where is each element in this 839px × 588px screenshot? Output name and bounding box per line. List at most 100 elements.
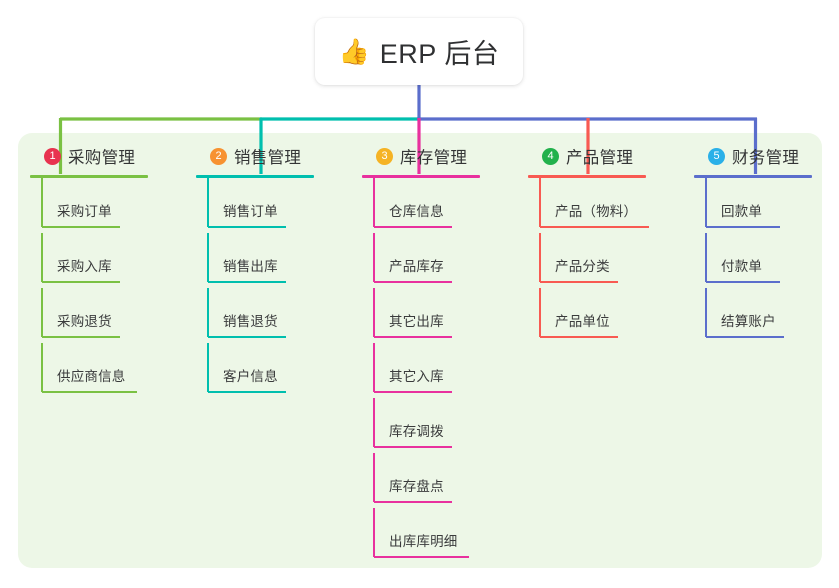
branch-item[interactable]: 其它出库	[362, 288, 480, 343]
branch-title-2: 销售管理	[234, 149, 302, 167]
item-label: 付款单	[721, 259, 763, 274]
branch-header-4[interactable]: 4 产品管理	[528, 143, 646, 169]
item-connector-stem	[705, 288, 707, 337]
branch-item[interactable]: 库存调拨	[362, 398, 480, 453]
item-underline	[374, 556, 469, 558]
branch-column-4: 4 产品管理产品（物料） 产品分类产品单位	[528, 143, 649, 343]
branch-underline-2	[196, 175, 314, 178]
item-label: 产品分类	[555, 259, 610, 274]
branch-item[interactable]: 采购订单	[30, 178, 148, 233]
item-connector-stem	[539, 233, 541, 282]
item-connector-stem	[41, 288, 43, 337]
root-node-content: 👍 ERP 后台	[339, 32, 500, 71]
item-underline	[540, 281, 618, 283]
branch-item[interactable]: 采购入库	[30, 233, 148, 288]
item-label: 销售退货	[223, 314, 278, 329]
item-connector-stem	[539, 178, 541, 227]
item-connector-stem	[41, 233, 43, 282]
item-label: 销售订单	[223, 204, 278, 219]
item-label: 仓库信息	[389, 204, 444, 219]
item-connector-stem	[207, 288, 209, 337]
item-underline	[540, 226, 649, 228]
branch-item-list-3: 仓库信息产品库存其它出库其它入库库存调拨库存盘点出库库明细	[362, 178, 480, 563]
branch-title-1: 采购管理	[68, 149, 136, 167]
item-underline	[374, 336, 452, 338]
item-underline	[540, 336, 618, 338]
item-underline	[208, 336, 286, 338]
branch-item[interactable]: 供应商信息	[30, 343, 148, 398]
item-underline	[208, 391, 286, 393]
item-underline	[42, 281, 120, 283]
item-label: 销售出库	[223, 259, 278, 274]
item-underline	[374, 501, 452, 503]
item-underline	[374, 226, 452, 228]
branch-item[interactable]: 结算账户	[694, 288, 812, 343]
branch-item[interactable]: 产品分类	[528, 233, 646, 288]
item-underline	[374, 281, 452, 283]
item-connector-stem	[373, 343, 375, 392]
thumbs-up-emoji: 👍	[338, 37, 370, 66]
root-node[interactable]: 👍 ERP 后台	[315, 18, 523, 85]
item-label: 产品库存	[389, 259, 444, 274]
branch-title-3: 库存管理	[400, 149, 468, 167]
item-underline	[208, 226, 286, 228]
item-label: 回款单	[721, 204, 763, 219]
item-connector-stem	[373, 288, 375, 337]
branch-badge-4: 4	[542, 147, 559, 165]
branch-item[interactable]: 付款单	[694, 233, 812, 288]
item-connector-stem	[373, 508, 375, 557]
item-label: 供应商信息	[57, 369, 126, 384]
item-underline	[706, 336, 784, 338]
branch-item[interactable]: 回款单	[694, 178, 812, 233]
branch-item-list-2: 销售订单销售出库销售退货客户信息	[196, 178, 314, 398]
item-connector-stem	[373, 233, 375, 282]
item-connector-stem	[41, 178, 43, 227]
branch-item[interactable]: 销售出库	[196, 233, 314, 288]
branch-badge-1: 1	[44, 147, 61, 165]
item-connector-stem	[539, 288, 541, 337]
branch-item-list-1: 采购订单采购入库采购退货供应商信息	[30, 178, 148, 398]
item-underline	[374, 391, 452, 393]
item-label: 产品单位	[555, 314, 610, 329]
item-underline	[42, 336, 120, 338]
item-underline	[706, 226, 780, 228]
branch-item[interactable]: 仓库信息	[362, 178, 480, 233]
item-underline	[374, 446, 452, 448]
branch-item[interactable]: 库存盘点	[362, 453, 480, 508]
branch-item[interactable]: 其它入库	[362, 343, 480, 398]
branch-item[interactable]: 产品库存	[362, 233, 480, 288]
item-label: 结算账户	[721, 314, 776, 329]
branch-underline-5	[694, 175, 812, 178]
item-underline	[706, 281, 780, 283]
branch-underline-4	[528, 175, 646, 178]
branch-title-4: 产品管理	[566, 149, 634, 167]
item-label: 客户信息	[223, 369, 278, 384]
item-connector-stem	[373, 453, 375, 502]
branch-underline-3	[362, 175, 480, 178]
diagram-background-panel	[18, 133, 822, 568]
item-underline	[208, 281, 286, 283]
branch-item[interactable]: 客户信息	[196, 343, 314, 398]
branch-column-5: 5 财务管理回款单付款单结算账户	[694, 143, 812, 343]
branch-badge-5: 5	[708, 147, 725, 165]
item-label: 采购退货	[57, 314, 112, 329]
branch-header-5[interactable]: 5 财务管理	[694, 143, 812, 169]
branch-item-list-5: 回款单付款单结算账户	[694, 178, 812, 343]
item-label: 其它入库	[389, 369, 444, 384]
item-label: 采购入库	[57, 259, 112, 274]
branch-item[interactable]: 销售订单	[196, 178, 314, 233]
item-connector-stem	[207, 178, 209, 227]
branch-item[interactable]: 采购退货	[30, 288, 148, 343]
branch-title-5: 财务管理	[732, 149, 800, 167]
branch-item[interactable]: 产品（物料）	[528, 178, 649, 233]
item-connector-stem	[373, 398, 375, 447]
branch-item[interactable]: 出库库明细	[362, 508, 480, 563]
branch-item[interactable]: 销售退货	[196, 288, 314, 343]
branch-item[interactable]: 产品单位	[528, 288, 646, 343]
branch-header-1[interactable]: 1 采购管理	[30, 143, 148, 169]
